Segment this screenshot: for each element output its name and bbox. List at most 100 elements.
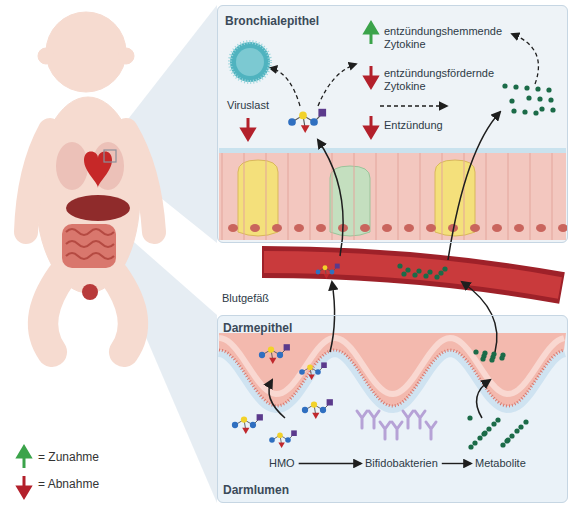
cell-nucleus bbox=[536, 224, 546, 232]
illustration-part bbox=[269, 358, 276, 364]
metabolite-dot bbox=[468, 444, 473, 449]
metabolite-dot bbox=[502, 83, 507, 88]
text-node: entzündungshemmende Zytokine bbox=[384, 25, 534, 51]
flow-arrow bbox=[462, 282, 497, 352]
zoom-square bbox=[104, 150, 116, 162]
bifidobacterium bbox=[357, 411, 367, 428]
legend-increase-arrow bbox=[18, 447, 30, 468]
illustration-part bbox=[242, 428, 249, 434]
metabolite-dot bbox=[405, 267, 410, 272]
dashed-arrow bbox=[270, 68, 300, 106]
tissue-panel: entzündungshemmende ZytokineViruslastent… bbox=[217, 5, 568, 243]
intestine bbox=[62, 224, 116, 268]
baby-ear bbox=[118, 48, 134, 64]
cell-nucleus bbox=[426, 224, 436, 232]
text-node: Metabolite bbox=[475, 457, 526, 470]
cell-border bbox=[552, 153, 553, 240]
illustration-part bbox=[288, 118, 296, 126]
metabolite-dot bbox=[509, 433, 514, 438]
tissue-panel: HMOBifidobakterienMetaboliteDarmepithelD… bbox=[217, 315, 568, 503]
blood-vessel-lumen bbox=[264, 262, 560, 288]
cell-nucleus bbox=[492, 224, 502, 232]
flow-arrow bbox=[269, 380, 285, 418]
metabolite-dot bbox=[427, 269, 432, 274]
change-arrows bbox=[18, 23, 377, 497]
legend-decrease-arrow bbox=[18, 476, 30, 497]
metabolite-dot bbox=[533, 110, 538, 115]
metabolite-dot bbox=[514, 428, 519, 433]
illustration-part bbox=[268, 346, 274, 352]
metabolite-dot bbox=[472, 440, 477, 445]
cell-nucleus bbox=[404, 224, 414, 232]
bifidobacterium bbox=[403, 411, 413, 428]
illustration-part bbox=[285, 437, 291, 443]
metabolite-dot bbox=[401, 271, 406, 276]
metabolite-dot bbox=[416, 268, 421, 273]
text-node: Viruslast bbox=[227, 99, 269, 112]
illustration-part bbox=[277, 432, 283, 438]
hmo-molecule bbox=[269, 430, 297, 448]
illustration-part bbox=[316, 270, 321, 275]
panel-heading: Bronchialepithel bbox=[225, 15, 319, 28]
molecules bbox=[232, 83, 556, 449]
bifidobacterium bbox=[392, 422, 402, 439]
baby-ear bbox=[38, 48, 54, 64]
dashed-arrow bbox=[318, 64, 356, 106]
metabolite-dot bbox=[546, 87, 551, 92]
text-node: HMO bbox=[269, 457, 295, 470]
bifidobacterium bbox=[415, 411, 425, 428]
gut-epithelium bbox=[219, 333, 566, 406]
node-label: entzündungshemmende Zytokine bbox=[384, 25, 534, 51]
node-label: Blutgefäß bbox=[222, 292, 269, 305]
bifidobacterium bbox=[426, 422, 436, 439]
illustration-part bbox=[291, 430, 297, 436]
cell-nucleus bbox=[514, 224, 524, 232]
hmo-molecule bbox=[302, 399, 333, 419]
intestine-loops bbox=[66, 229, 114, 259]
gut-panel-ground bbox=[217, 315, 568, 503]
connector bbox=[380, 105, 447, 106]
cell-nucleus bbox=[558, 224, 568, 232]
cell-nucleus bbox=[228, 224, 238, 232]
cell-border bbox=[266, 153, 267, 240]
flow-arrow bbox=[330, 282, 335, 352]
cell-border bbox=[464, 153, 465, 240]
baby-leg bbox=[43, 275, 62, 352]
metabolite-dot bbox=[489, 357, 494, 362]
flow-arrows bbox=[269, 112, 500, 418]
metabolite-dot bbox=[495, 417, 500, 422]
cell-nucleus bbox=[316, 224, 326, 232]
zoom-wedge bbox=[118, 228, 217, 503]
metabolite-dot bbox=[539, 106, 544, 111]
bifidobacterium bbox=[369, 411, 379, 428]
illustration-part bbox=[318, 109, 326, 117]
illustration-part bbox=[308, 374, 314, 380]
illustration-part bbox=[299, 369, 305, 375]
metabolite-dot bbox=[511, 108, 516, 113]
legend-text: = Zunahme bbox=[38, 450, 99, 464]
cell-nucleus bbox=[382, 224, 392, 232]
metabolite-dot bbox=[537, 96, 542, 101]
cell-border bbox=[508, 153, 509, 240]
illustration-part bbox=[324, 274, 330, 279]
illustration-part bbox=[320, 407, 326, 413]
illustration-part bbox=[299, 112, 307, 120]
metabolite-dot bbox=[434, 274, 439, 279]
cell-border bbox=[442, 153, 443, 240]
baby-leg bbox=[114, 275, 133, 352]
illustration-part bbox=[257, 414, 263, 420]
cell-border bbox=[244, 153, 245, 240]
metabolite-dot bbox=[397, 263, 402, 268]
illustration-part bbox=[232, 422, 238, 428]
metabolite-dot bbox=[509, 98, 514, 103]
bladder bbox=[82, 284, 98, 300]
cell-border bbox=[222, 153, 223, 240]
node-label: HMO bbox=[269, 457, 295, 470]
metabolite-dot bbox=[518, 424, 523, 429]
illustration-part bbox=[312, 413, 319, 419]
metabolite-dot bbox=[524, 85, 529, 90]
metabolite-dot bbox=[505, 437, 510, 442]
illustration-part bbox=[315, 369, 321, 375]
illustration-part bbox=[250, 422, 256, 428]
